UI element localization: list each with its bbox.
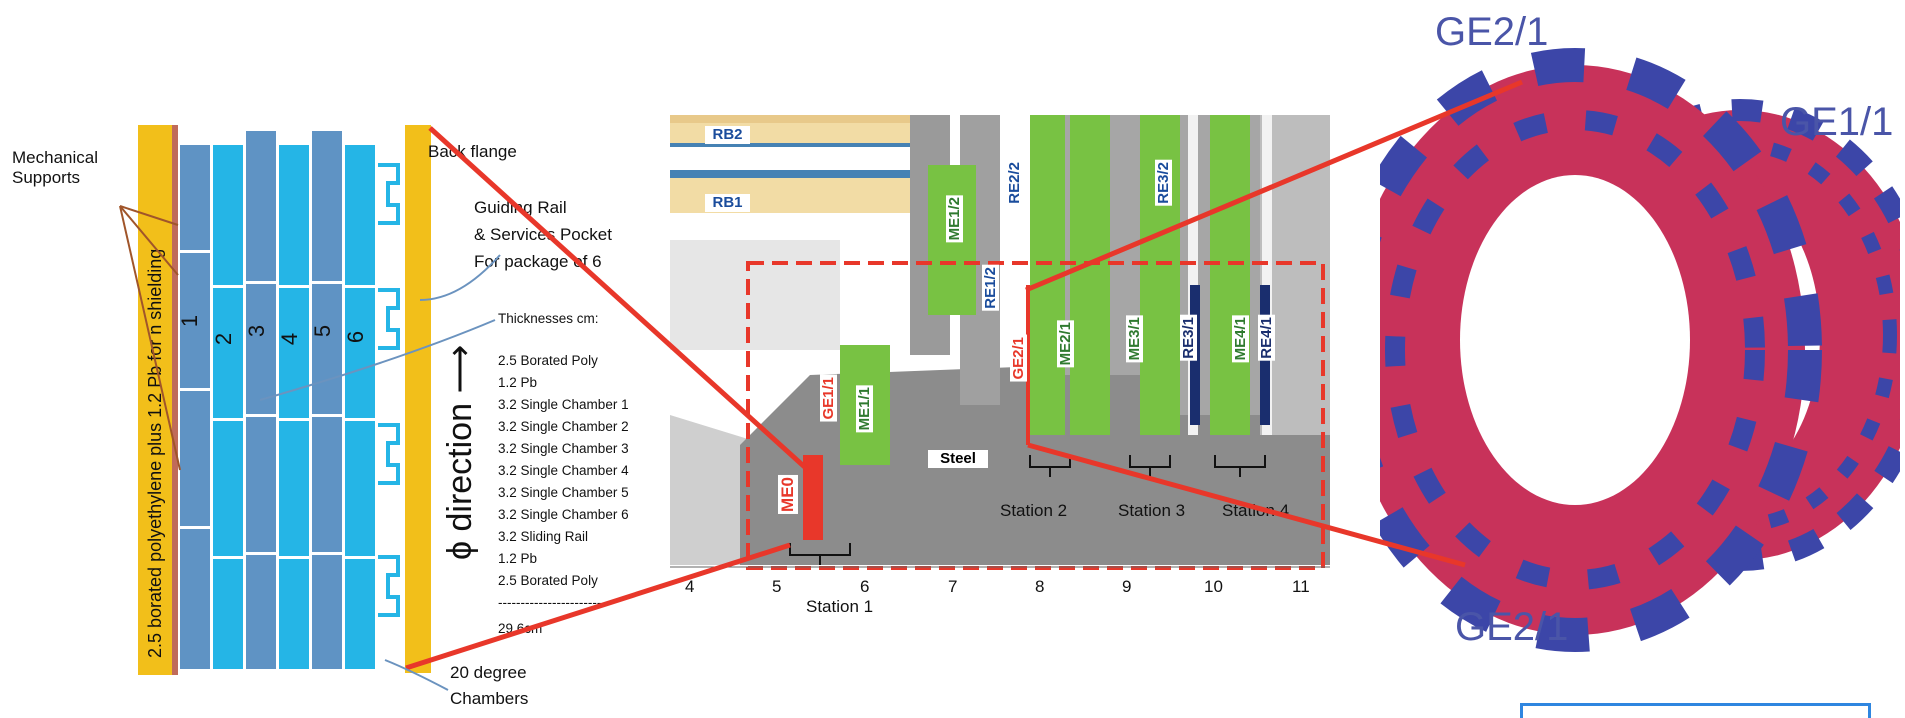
thickness-row: 2.5 Borated Poly — [498, 573, 598, 588]
chamber-number-6: 6 — [343, 330, 369, 344]
axis-tick: 4 — [685, 577, 695, 596]
thickness-row: 1.2 Pb — [498, 551, 538, 566]
axis-tick: 10 — [1204, 577, 1223, 596]
chamber-number-1: 1 — [177, 314, 203, 328]
axis-tick: 7 — [948, 577, 958, 596]
re32-label: RE3/2 — [1155, 160, 1172, 206]
ge21-chamber-label: GE2/1 — [1010, 335, 1027, 382]
chamber-number-5: 5 — [310, 324, 336, 338]
me31-label: ME3/1 — [1126, 315, 1143, 363]
mechanical-supports-label: Mechanical Supports — [12, 148, 98, 187]
chamber-col-1-b — [180, 253, 210, 388]
axis-tick: 6 — [860, 577, 870, 596]
middle-panel: RB2 RB1 RE2/2 RE3/2 RE1/2 RE3/1 RE4/1 ME… — [670, 115, 1330, 625]
ge11-chamber-label: GE1/1 — [820, 375, 837, 422]
shielding-label: 2.5 borated polyethylene plus 1.2 Pb for… — [145, 248, 165, 658]
station-1-label: Station 1 — [806, 597, 874, 616]
thickness-row: 3.2 Single Chamber 6 — [498, 507, 629, 522]
thickness-row: 3.2 Single Chamber 5 — [498, 485, 629, 500]
ge21-top-label: GE2/1 — [1435, 10, 1549, 54]
me0-label: ME0 — [778, 475, 798, 514]
thickness-row: 3.2 Single Chamber 1 — [498, 397, 629, 412]
back-flange-bar — [405, 125, 431, 673]
station-2-label: Station 2 — [1000, 501, 1068, 520]
chamber-number-2: 2 — [211, 332, 237, 346]
axis-ticks: 4 5 6 7 8 9 10 11 — [670, 577, 1330, 599]
axis-tick: 11 — [1292, 577, 1310, 596]
corner-box — [1520, 703, 1871, 718]
chamber-col-1-c — [180, 391, 210, 526]
thickness-row: 29.6cm — [498, 621, 543, 636]
axis-tick: 8 — [1035, 577, 1045, 596]
thickness-row: 3.2 Single Chamber 2 — [498, 419, 629, 434]
ge21-bottom-label: GE2/1 — [1455, 605, 1569, 649]
chamber-number-4: 4 — [277, 332, 303, 346]
station-3-label: Station 3 — [1118, 501, 1186, 520]
thickness-row: 3.2 Single Chamber 3 — [498, 441, 629, 456]
rb2-label: RB2 — [705, 126, 750, 144]
right-panel: GE2/1 GE1/1 GE2/1 — [1380, 0, 1900, 718]
chamber-stack — [178, 125, 410, 675]
re41-label: RE4/1 — [1258, 315, 1275, 361]
me41-label: ME4/1 — [1232, 315, 1249, 363]
thickness-row: 3.2 Single Chamber 4 — [498, 463, 629, 478]
thicknesses-title: Thicknesses cm: — [498, 311, 599, 326]
thickness-row: 2.5 Borated Poly — [498, 353, 598, 368]
phi-direction-label: ϕ direction ⟶ — [441, 344, 479, 560]
rb1-label: RB1 — [705, 194, 750, 212]
thickness-row: 3.2 Sliding Rail — [498, 529, 589, 544]
steel-label: Steel — [928, 450, 988, 468]
me11-label: ME1/1 — [856, 385, 873, 433]
guiding-rail-label: Guiding Rail & Services Pocket For packa… — [474, 198, 612, 271]
detector-quadrant — [670, 115, 1330, 570]
chamber-col-1-d — [180, 529, 210, 669]
chamber-col-1-a — [180, 145, 210, 250]
thickness-row: 1.2 Pb — [498, 375, 538, 390]
chambers-callout-label: 20 degree Chambers — [450, 663, 529, 708]
me12-label: ME1/2 — [946, 195, 963, 243]
axis-tick: 5 — [772, 577, 782, 596]
re22-label: RE2/2 — [1006, 160, 1023, 206]
left-panel: 2.5 borated polyethylene plus 1.2 Pb for… — [0, 0, 660, 712]
me21-label: ME2/1 — [1057, 320, 1074, 368]
thickness-row: ------------------------- — [498, 595, 611, 610]
re12-label: RE1/2 — [982, 265, 999, 311]
axis-tick: 9 — [1122, 577, 1132, 596]
ge11-label: GE1/1 — [1780, 100, 1894, 144]
station-4-label: Station 4 — [1222, 501, 1290, 520]
chamber-number-3: 3 — [244, 324, 270, 338]
back-flange-label: Back flange — [428, 142, 517, 161]
re31-label: RE3/1 — [1180, 315, 1197, 361]
